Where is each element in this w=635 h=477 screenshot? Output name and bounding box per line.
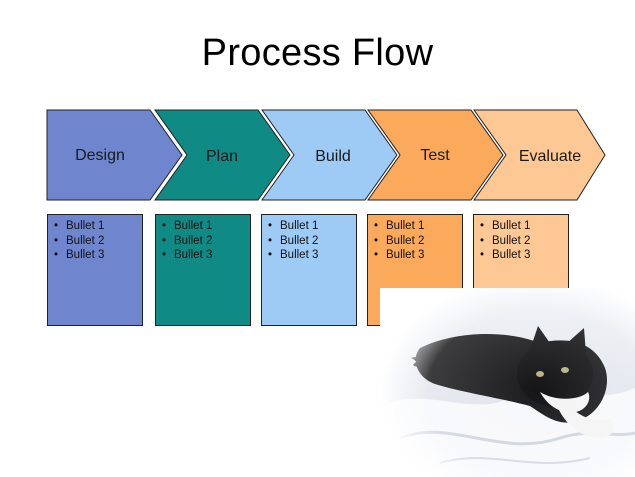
bullet-list: Bullet 1 Bullet 2 Bullet 3: [156, 215, 250, 263]
bullet-item: Bullet 1: [480, 219, 568, 234]
bullet-box-plan: Bullet 1 Bullet 2 Bullet 3: [155, 214, 251, 326]
bullet-item: Bullet 2: [54, 234, 142, 249]
chevron-plan: [154, 109, 291, 201]
bullet-item: Bullet 1: [162, 219, 250, 234]
chevron-test: [367, 109, 504, 201]
bullet-item: Bullet 3: [162, 248, 250, 263]
bullet-item: Bullet 2: [480, 234, 568, 249]
bullet-list: Bullet 1 Bullet 2 Bullet 3: [48, 215, 142, 263]
chevron-label-evaluate: Evaluate: [519, 148, 581, 165]
chevron-label-design: Design: [75, 147, 125, 164]
chevron-label-build: Build: [315, 148, 351, 165]
bullet-item: Bullet 3: [54, 248, 142, 263]
bullet-item: Bullet 3: [480, 248, 568, 263]
chevron-build: [261, 109, 398, 201]
kitten-photo: [380, 288, 635, 477]
bullet-item: Bullet 2: [268, 234, 356, 249]
bullet-list: Bullet 1 Bullet 2 Bullet 3: [262, 215, 356, 263]
bullet-item: Bullet 1: [54, 219, 142, 234]
bullet-box-design: Bullet 1 Bullet 2 Bullet 3: [47, 214, 143, 326]
chevron-evaluate: [473, 109, 606, 201]
chevron-label-test: Test: [420, 147, 450, 164]
bullet-item: Bullet 1: [374, 219, 462, 234]
bullet-list: Bullet 1 Bullet 2 Bullet 3: [368, 215, 462, 263]
bullet-item: Bullet 2: [374, 234, 462, 249]
bullet-box-build: Bullet 1 Bullet 2 Bullet 3: [261, 214, 357, 326]
chevron-label-plan: Plan: [206, 148, 238, 165]
bullet-list: Bullet 1 Bullet 2 Bullet 3: [474, 215, 568, 263]
bullet-item: Bullet 3: [374, 248, 462, 263]
chevron-design: [46, 109, 183, 201]
bullet-item: Bullet 2: [162, 234, 250, 249]
process-flow-chevrons: Design Plan Build Test Evaluate: [46, 109, 606, 201]
bullet-item: Bullet 1: [268, 219, 356, 234]
bullet-item: Bullet 3: [268, 248, 356, 263]
slide-title: Process Flow: [201, 32, 434, 74]
